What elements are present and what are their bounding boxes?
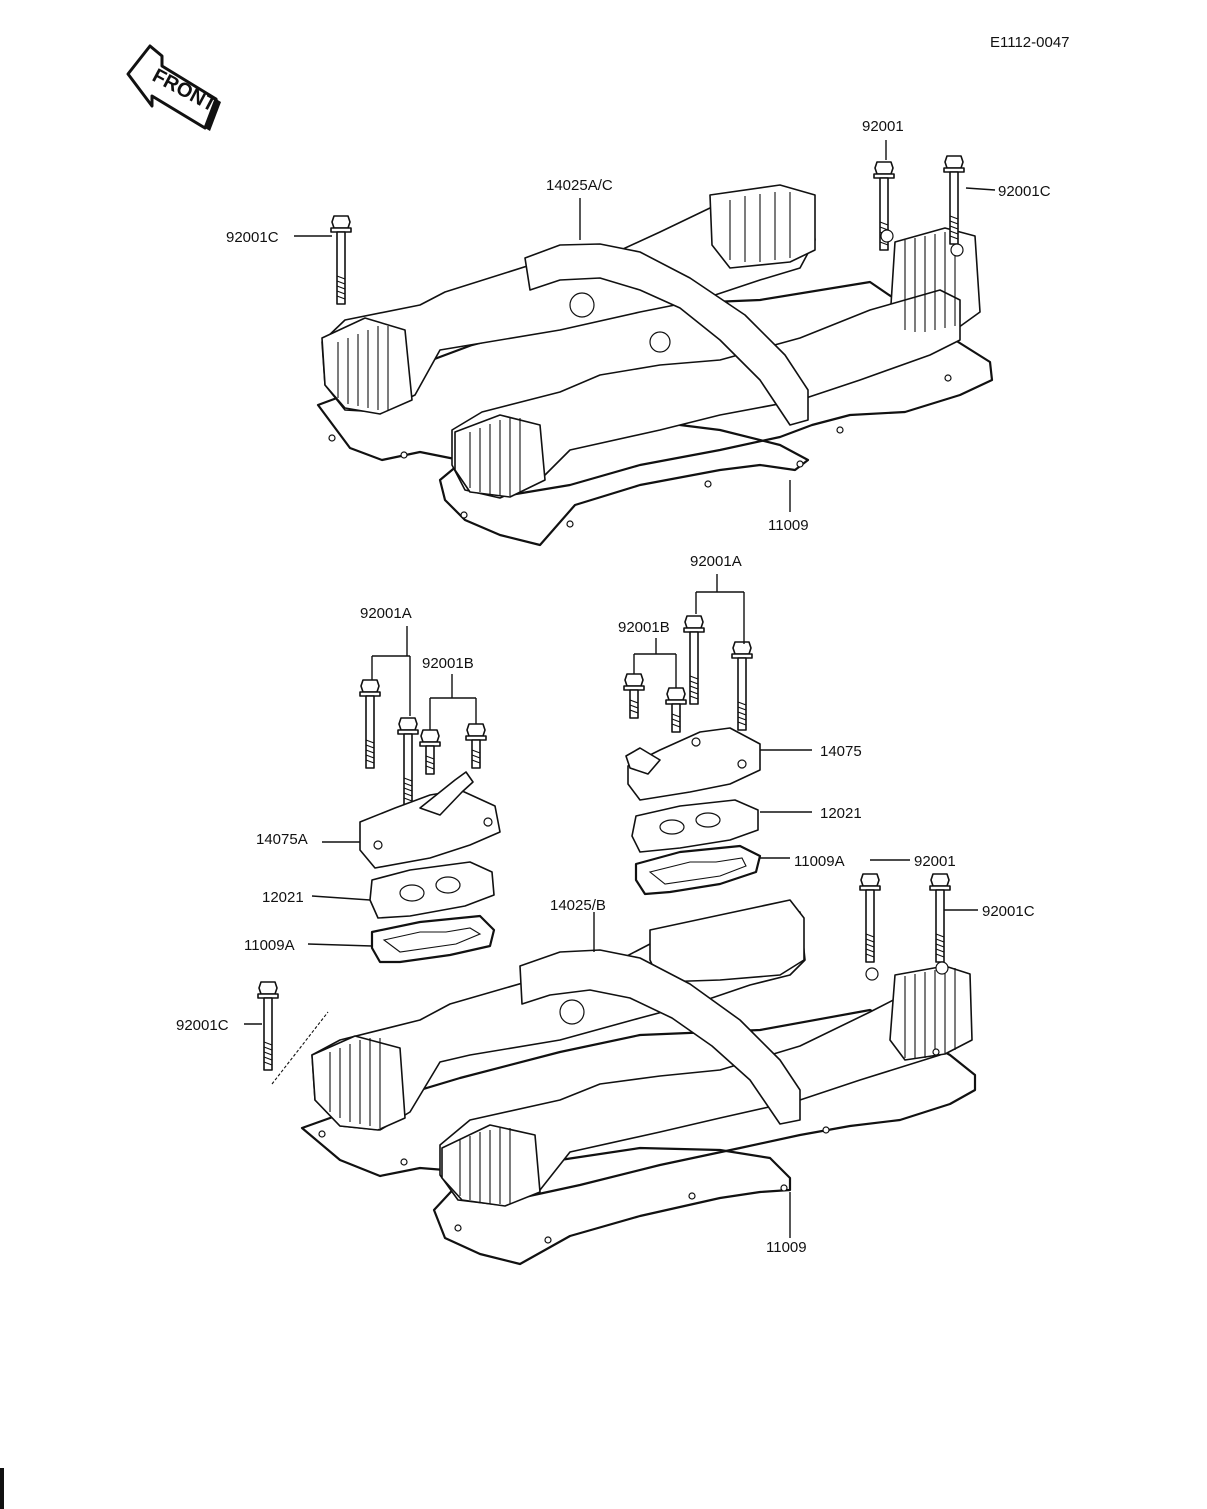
upper-gasket-label: 11009	[768, 517, 809, 534]
lower-center-bridge	[519, 949, 801, 1125]
lower-left-gasket	[370, 914, 496, 964]
upper-center-bridge	[524, 243, 809, 426]
upper-bolt-right-a-label: 92001	[862, 118, 904, 135]
lower-left-bolt-long-2	[397, 717, 419, 807]
lower-bolt-right-a-label: 92001	[914, 853, 956, 870]
lower-bolt-right-b-label: 92001C	[982, 903, 1035, 920]
lower-left-reed	[369, 861, 495, 919]
lower-right-reed-label: 12021	[820, 805, 862, 822]
upper-bolt-left	[330, 215, 352, 305]
scan-edge-mark	[0, 1468, 4, 1509]
lower-gasket-label: 11009	[766, 1239, 807, 1256]
upper-cover-label: 14025A/C	[546, 177, 613, 194]
lower-bolt-left	[257, 981, 279, 1071]
lower-bolt-left-label: 92001C	[176, 1017, 229, 1034]
lower-right-gasket-label: 11009A	[794, 853, 845, 870]
lower-left-breather-cover	[359, 789, 501, 869]
upper-bolt-left-label: 92001C	[226, 229, 279, 246]
lower-right-bolt-long-2	[731, 641, 753, 731]
upper-bolt-right-b-label: 92001C	[998, 183, 1051, 200]
lower-left-gasket-label: 11009A	[244, 937, 295, 954]
lower-right-breather-cover	[627, 727, 761, 801]
document-code: E1112-0047	[990, 34, 1070, 51]
lower-left-bolt-short-2	[465, 723, 487, 769]
lower-left-breather-label: 14075A	[256, 831, 308, 848]
lower-right-bolts-long-label: 92001A	[690, 553, 742, 570]
lower-right-reed	[631, 799, 759, 853]
lower-right-bolt-short-2	[665, 687, 687, 733]
lower-assembly: 92001A 92001B 14075A 12021 11009A 14025/…	[176, 553, 1035, 1266]
lower-left-bolt-short-1	[419, 729, 441, 775]
lower-bolt-right-a	[859, 873, 881, 963]
lower-gasket-front	[432, 1146, 792, 1266]
upper-assembly: 14025A/C 92001C 92001 92001C 11009	[226, 118, 1051, 547]
front-arrow-icon: FRONT	[126, 44, 221, 131]
lower-bolt-right-b	[929, 873, 951, 963]
lower-left-bolts-short-label: 92001B	[422, 655, 474, 672]
lower-left-bolts-long-label: 92001A	[360, 605, 412, 622]
lower-right-bolt-long-1	[683, 615, 705, 705]
lower-cover-label: 14025/B	[550, 897, 606, 914]
lower-right-breather-label: 14075	[820, 743, 862, 760]
lower-right-gasket	[634, 844, 762, 896]
lower-right-bolt-short-1	[623, 673, 645, 719]
lower-right-bolts-short-label: 92001B	[618, 619, 670, 636]
lower-left-bolt-long-1	[359, 679, 381, 769]
lower-left-reed-label: 12021	[262, 889, 304, 906]
